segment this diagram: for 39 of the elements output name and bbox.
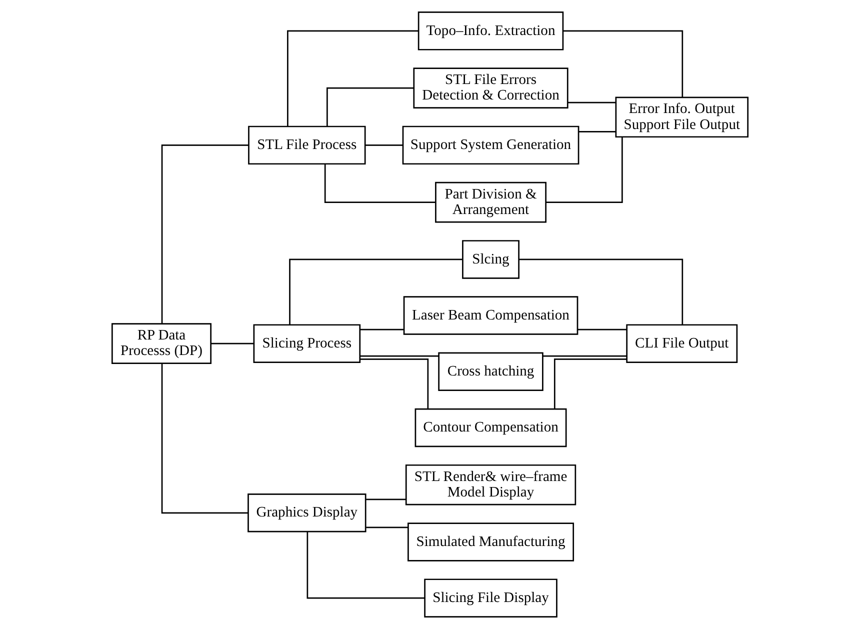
- connector: [360, 355, 438, 357]
- connector: [577, 328, 626, 330]
- node-box: STL File Process: [248, 126, 366, 165]
- node-box: Simulated Manufacturing: [407, 522, 574, 562]
- connector: [306, 532, 424, 599]
- node-box: Topo–Info. Extraction: [417, 12, 564, 50]
- connector: [360, 358, 428, 409]
- node-box: Slicing Process: [252, 324, 360, 363]
- connector: [518, 258, 683, 324]
- connector: [286, 30, 418, 126]
- node-box: Cross hatching: [438, 352, 543, 391]
- connector: [546, 136, 622, 203]
- connector: [160, 363, 248, 514]
- connector: [324, 164, 436, 203]
- node-box: Part Division & Arrangement: [434, 182, 546, 223]
- connector: [364, 144, 402, 146]
- node-box: Contour Compensation: [414, 408, 566, 448]
- node-box: Error Info. Output Support File Output: [614, 96, 748, 138]
- node-box: STL Render& wire–frame Model Display: [404, 464, 576, 506]
- node-box: Graphics Display: [247, 494, 366, 532]
- node-box: RP Data Processs (DP): [110, 323, 211, 364]
- node-box: Slcing: [462, 240, 519, 279]
- connector: [288, 258, 462, 324]
- connector: [578, 131, 616, 132]
- connector: [160, 144, 248, 324]
- connector: [562, 30, 683, 98]
- connector: [567, 102, 616, 104]
- connector: [553, 358, 626, 409]
- node-box: Slicing File Display: [424, 578, 557, 618]
- connector: [366, 498, 406, 500]
- node-box: STL File Errors Detection & Correction: [412, 68, 568, 108]
- node-box: CLI File Output: [626, 324, 738, 363]
- connector: [542, 355, 626, 357]
- node-box: Laser Beam Compensation: [402, 296, 578, 335]
- connector: [326, 87, 414, 126]
- connector: [360, 328, 404, 330]
- connector: [366, 526, 408, 528]
- connector: [210, 342, 254, 344]
- node-box: Support System Generation: [402, 126, 579, 165]
